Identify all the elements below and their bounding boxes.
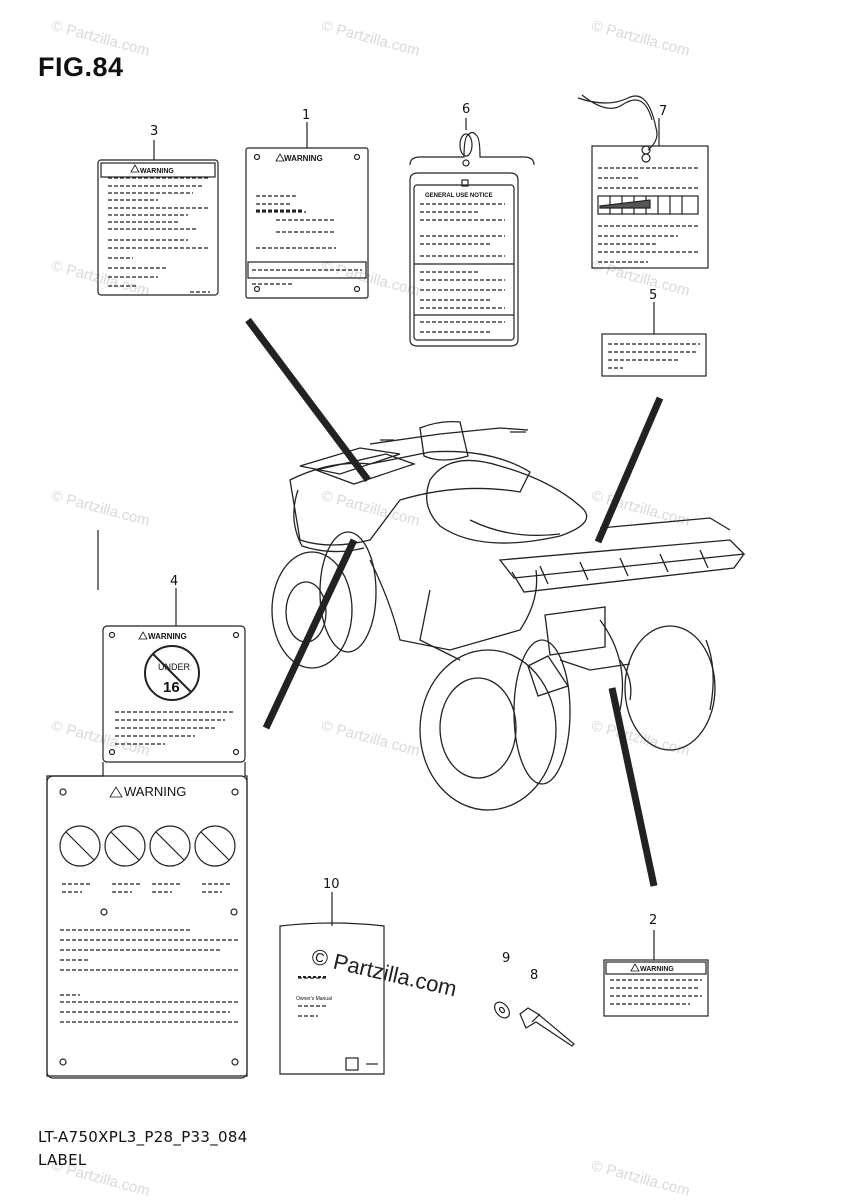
label-4-warning: WARNING — [148, 632, 187, 641]
callout-8: 8 — [530, 968, 539, 983]
callout-4: 4 — [170, 574, 179, 589]
label-10[interactable] — [279, 892, 385, 1075]
label-6-heading: GENERAL USE NOTICE — [425, 193, 493, 199]
label-4-age: 16 — [163, 679, 180, 696]
label-4-panel-warning: WARNING — [124, 784, 186, 799]
label-10-owners-manual: Owner's Manual — [296, 996, 332, 1002]
atv-illustration — [271, 420, 746, 811]
part-8-9[interactable] — [492, 999, 575, 1047]
label-5[interactable] — [601, 333, 707, 377]
label-4-under: UNDER — [158, 662, 191, 672]
label-7[interactable] — [577, 94, 709, 269]
label-6[interactable] — [409, 131, 535, 347]
callout-6: 6 — [462, 102, 471, 117]
label-3[interactable] — [97, 159, 219, 296]
label-1-warning: WARNING — [284, 154, 323, 163]
figure-title: FIG.84 — [38, 52, 124, 82]
label-4-warning-panel[interactable] — [46, 775, 248, 1079]
label-4[interactable] — [46, 530, 248, 1077]
label-2-warning: WARNING — [640, 966, 674, 973]
callout-2: 2 — [649, 913, 658, 928]
callout-7: 7 — [659, 104, 668, 119]
callout-10: 10 — [323, 877, 340, 892]
label-1[interactable] — [245, 147, 369, 299]
callout-9: 9 — [502, 951, 511, 966]
callout-1: 1 — [302, 108, 311, 123]
diagram-caption: LABEL — [38, 1151, 87, 1169]
callout-3: 3 — [150, 124, 159, 139]
diagram-code: LT-A750XPL3_P28_P33_084 — [38, 1128, 248, 1146]
label-3-warning: WARNING — [140, 168, 174, 175]
label-2[interactable] — [603, 930, 709, 1017]
warning-triangle-icon — [109, 153, 640, 972]
callout-5: 5 — [649, 288, 658, 303]
